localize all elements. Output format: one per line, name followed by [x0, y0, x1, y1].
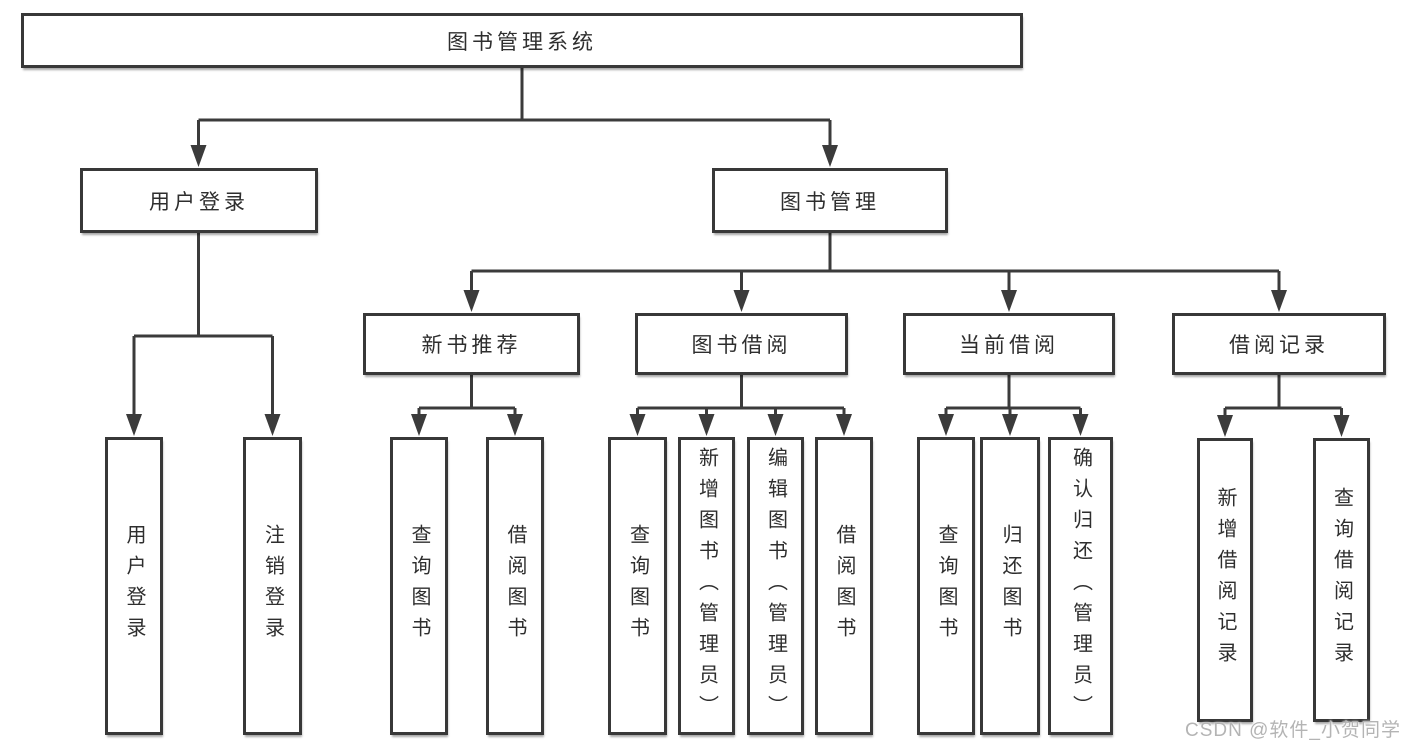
leaf-query-books-borrowing: 查询图书 [608, 437, 667, 735]
leaf-query-borrow-record: 查询借阅记录 [1313, 438, 1370, 722]
node-new-book-recommendation: 新书推荐 [363, 313, 580, 375]
leaf-add-borrow-record: 新增借阅记录 [1197, 438, 1253, 722]
leaf-edit-books-admin: 编辑图书（管理员） [747, 437, 804, 735]
node-current-borrowing: 当前借阅 [903, 313, 1115, 375]
leaf-confirm-return-admin: 确认归还（管理员） [1048, 437, 1113, 735]
leaf-logout-login: 注销登录 [243, 437, 302, 735]
leaf-borrow-books-recommend: 借阅图书 [486, 437, 544, 735]
leaf-query-books-recommend: 查询图书 [390, 437, 448, 735]
node-library-system-root: 图书管理系统 [21, 13, 1023, 68]
node-user-login: 用户登录 [80, 168, 318, 233]
leaf-query-books-current: 查询图书 [917, 437, 975, 735]
node-book-management: 图书管理 [712, 168, 948, 233]
leaf-add-books-admin: 新增图书（管理员） [678, 437, 735, 735]
arrowheads [126, 145, 1350, 437]
connector-paths [132, 68, 1343, 419]
leaf-borrow-books-borrowing: 借阅图书 [815, 437, 873, 735]
node-book-borrowing: 图书借阅 [635, 313, 848, 375]
watermark-text: CSDN @软件_小贺同学 [1185, 720, 1401, 741]
leaf-user-login: 用户登录 [105, 437, 163, 735]
leaf-return-books: 归还图书 [980, 437, 1040, 735]
node-borrowing-records: 借阅记录 [1172, 313, 1386, 375]
